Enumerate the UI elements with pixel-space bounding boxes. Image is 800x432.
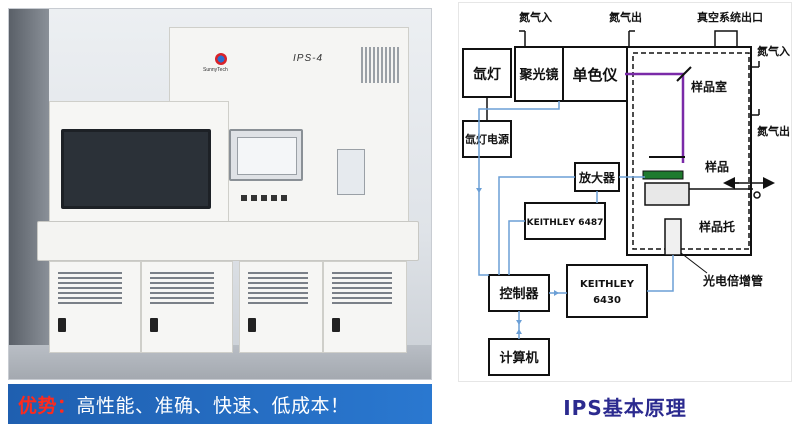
xenon-psu-label: 氙灯电源: [465, 132, 509, 146]
advantage-banner: 优势： 高性能、准确、快速、低成本！: [8, 384, 432, 424]
label-n2-out-top: 氮气出: [609, 10, 642, 24]
brand-logo-icon: [215, 53, 227, 65]
label-n2-in-top: 氮气入: [519, 10, 552, 24]
sample-holder-label: 样品托: [699, 219, 735, 234]
control-buttons: [241, 195, 291, 201]
condenser-label: 聚光镜: [518, 67, 558, 83]
xenon-lamp-label: 氙灯: [473, 66, 501, 83]
ips-schematic: 氮气入 氮气出 真空系统出口 氙灯 聚光镜 单色仪 样品室 氮气入 氮气出 样品: [458, 2, 792, 382]
sample-piece: [642, 170, 684, 180]
amplifier-label: 放大器: [578, 170, 616, 185]
gas-flowmeter: [337, 149, 365, 195]
mirror: [676, 66, 692, 82]
banner-text: 高性能、准确、快速、低成本！: [76, 394, 350, 417]
xenon-lamp-box: [462, 48, 512, 98]
pmt-leader: [680, 252, 708, 274]
computer-label: 计算机: [499, 350, 538, 366]
schematic-svg: 氮气入 氮气出 真空系统出口 氙灯 聚光镜 单色仪 样品室 氮气入 氮气出 样品: [462, 10, 790, 376]
cabinet-door: [141, 261, 233, 353]
label-n2-in-side: 氮气入: [757, 44, 790, 58]
vacuum-enclosure: [626, 46, 752, 256]
banner-lead: 优势：: [18, 394, 77, 417]
diagram-caption: IPS基本原理: [563, 396, 687, 420]
keithley-6430-box: [566, 264, 648, 318]
model-label: IPS-4: [293, 53, 324, 64]
keithley-6430-label-1: KEITHLEY: [580, 279, 635, 290]
label-vacuum-out: 真空系统出口: [697, 10, 763, 24]
light-path: [625, 72, 685, 163]
label-n2-out-side: 氮气出: [757, 124, 790, 138]
sample-chamber: [632, 52, 750, 250]
touch-panel: [229, 129, 303, 181]
background-wall: [9, 9, 49, 379]
monochromator-box: [562, 46, 628, 102]
sample-holder: [644, 182, 690, 206]
equipment-photo: SunnyTech IPS-4: [8, 8, 432, 380]
monochromator-label: 单色仪: [572, 66, 618, 84]
cabinet-door: [323, 261, 407, 353]
pmt: [664, 218, 682, 256]
monitor-screen: [61, 129, 211, 209]
computer-box: [488, 338, 550, 376]
brand-logo-text: SunnyTech: [203, 67, 228, 73]
signal-lines: [478, 101, 674, 339]
cabinet-door: [239, 261, 323, 353]
desk-top: [37, 221, 419, 261]
controller-label: 控制器: [499, 286, 539, 302]
pmt-label: 光电倍增管: [702, 273, 763, 288]
keithley-6487-label: KEITHLEY 6487: [527, 218, 604, 228]
vacuum-port: [714, 30, 738, 48]
condenser-box: [514, 46, 564, 102]
tower-vent: [361, 47, 401, 83]
sample-chamber-label: 样品室: [691, 79, 727, 94]
keithley-6430-label-2: 6430: [593, 295, 621, 306]
sample-label: 样品: [705, 159, 729, 174]
cabinet-door: [49, 261, 141, 353]
